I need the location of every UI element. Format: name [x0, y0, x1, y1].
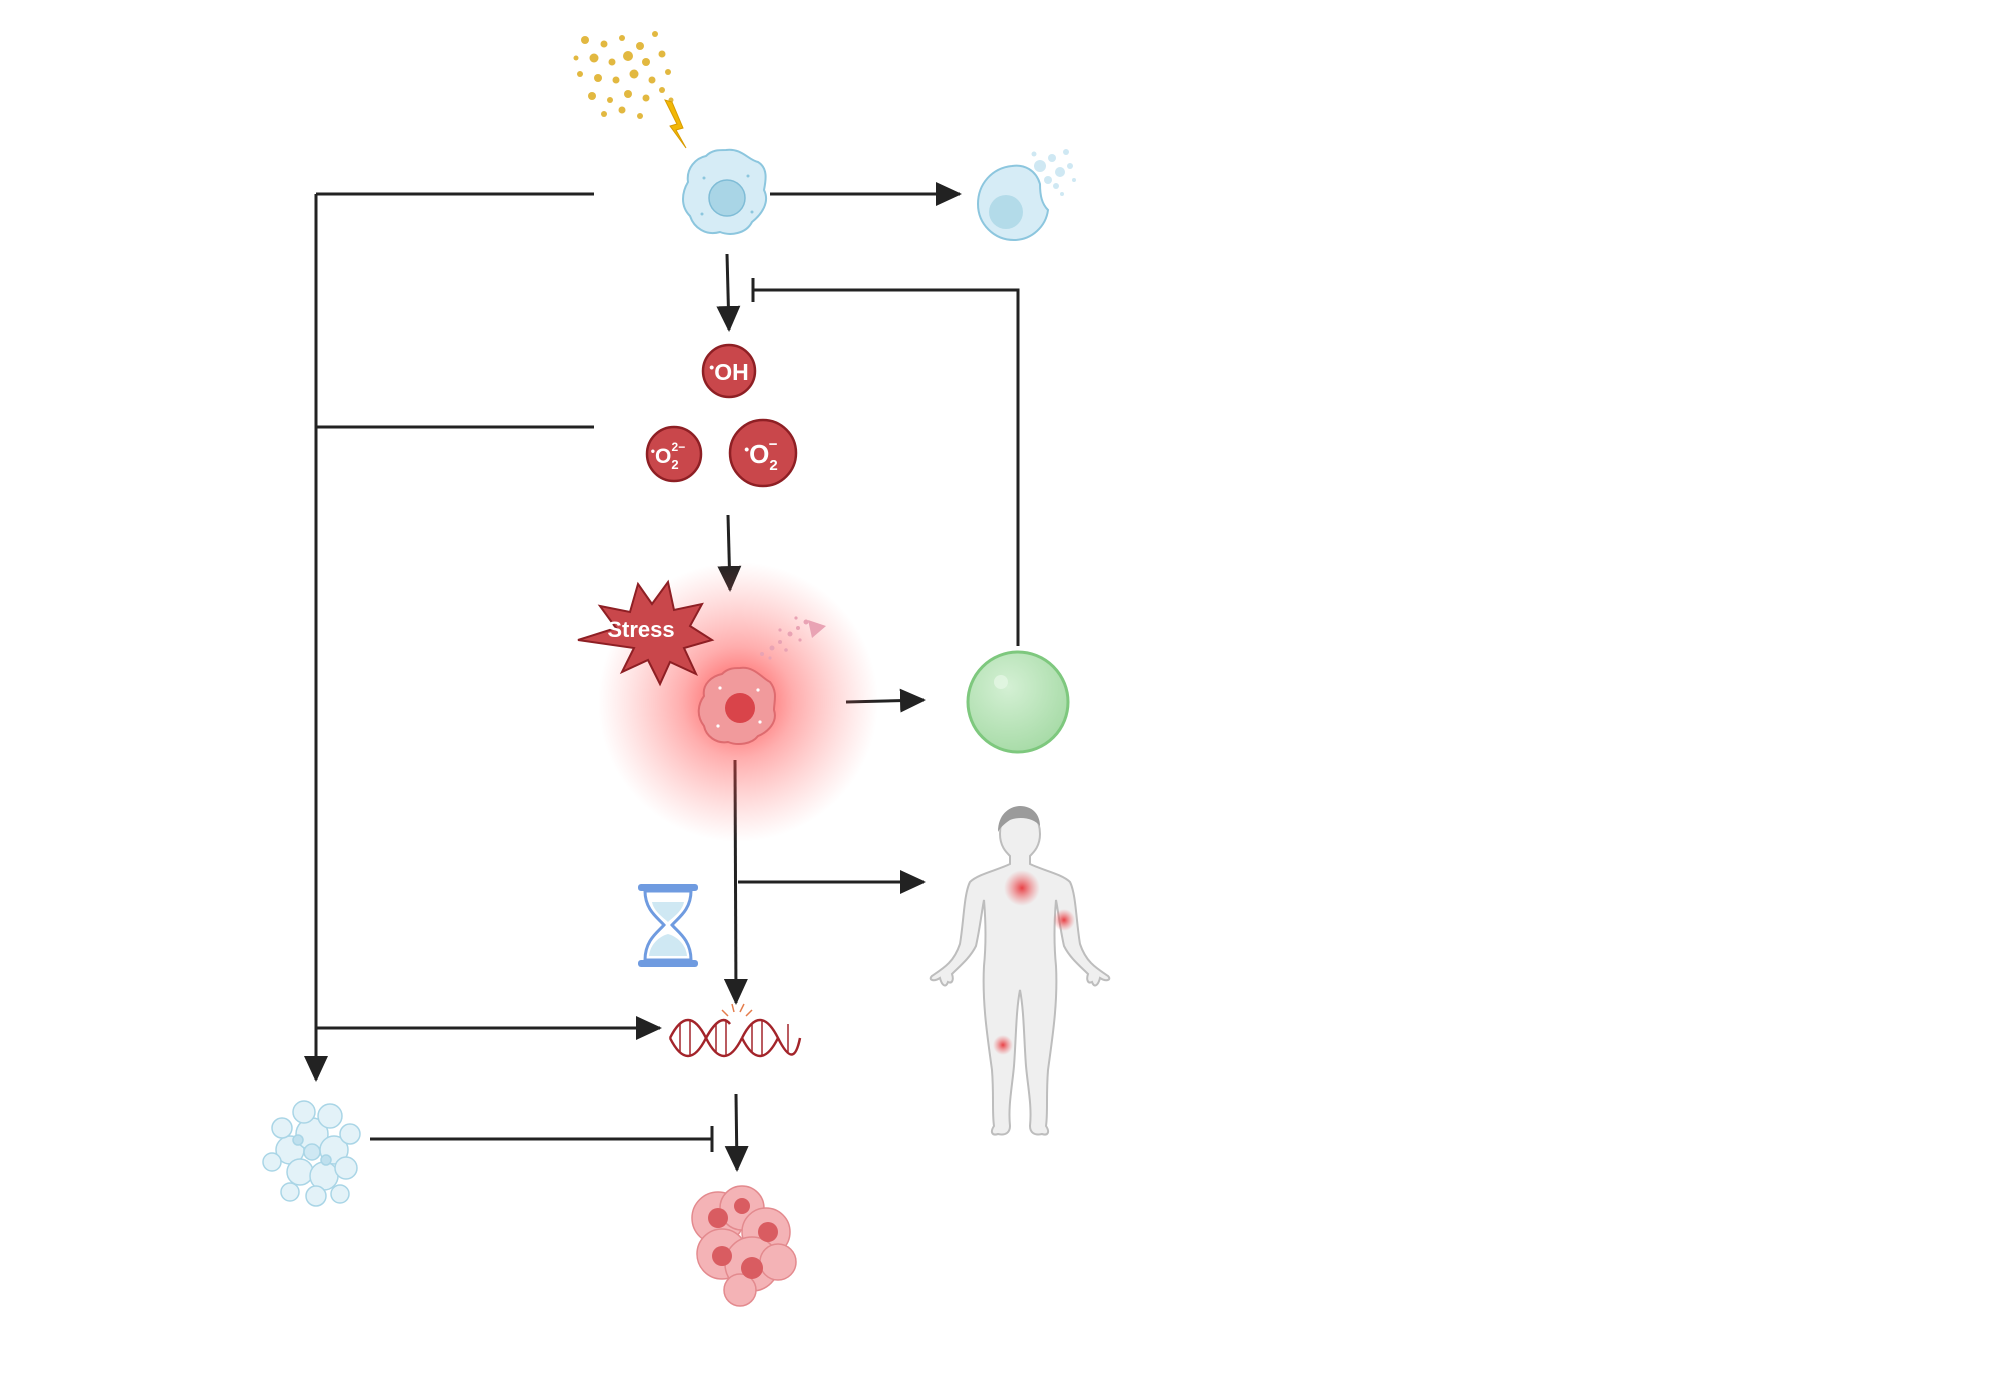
lightning-icon [664, 99, 687, 149]
peroxide-prefix: • [651, 444, 655, 458]
superoxide-prefix: • [744, 441, 749, 457]
stress-label: Stress [607, 617, 674, 642]
chest-inflammation [1004, 870, 1040, 906]
human-body-icon [929, 806, 1111, 1136]
svg-text:•OH: •OH [709, 359, 748, 385]
svg-text:•O2−: •O2 − [744, 436, 777, 474]
svg-text:•O22−: •O2 2− [651, 440, 685, 472]
superoxide-radical: •O2 − [728, 418, 798, 488]
arm-inflammation [1053, 909, 1075, 931]
superoxide-base: O [749, 439, 769, 469]
hourglass-icon [638, 884, 698, 967]
dna-damage-icon [668, 1003, 802, 1058]
green-inhibition-line [754, 288, 1020, 646]
particles-icon [573, 31, 674, 119]
tumor-cluster-icon [691, 1185, 797, 1307]
cell-to-ros-arrow [716, 253, 741, 332]
superoxide-sup: − [769, 436, 778, 453]
stressed-cell-icon [697, 666, 776, 745]
superoxide-sub: 2 [769, 457, 777, 474]
dying-cell-icon [976, 149, 1076, 242]
dna-to-tumor-arrow [724, 1093, 749, 1172]
hydroxyl-label: OH [714, 359, 749, 385]
cell-cluster-icon [262, 1100, 361, 1207]
cell-icon [682, 148, 768, 235]
hydroxyl-prefix: • [709, 359, 714, 375]
peroxide-sup: 2− [672, 440, 686, 454]
ros-molecule-icon: •OH •O22− •O2− [645, 343, 798, 488]
green-sphere-icon [966, 650, 1070, 754]
stress-burst-icon: Stress [577, 579, 715, 687]
release-arrow-icon [760, 616, 826, 660]
peroxide-base: O [655, 445, 671, 468]
peroxide-radical: •O2 2− [645, 425, 703, 483]
peroxide-sub: 2 [671, 457, 678, 472]
hydroxyl-radical: •OH [701, 343, 757, 399]
knee-inflammation [993, 1035, 1013, 1055]
